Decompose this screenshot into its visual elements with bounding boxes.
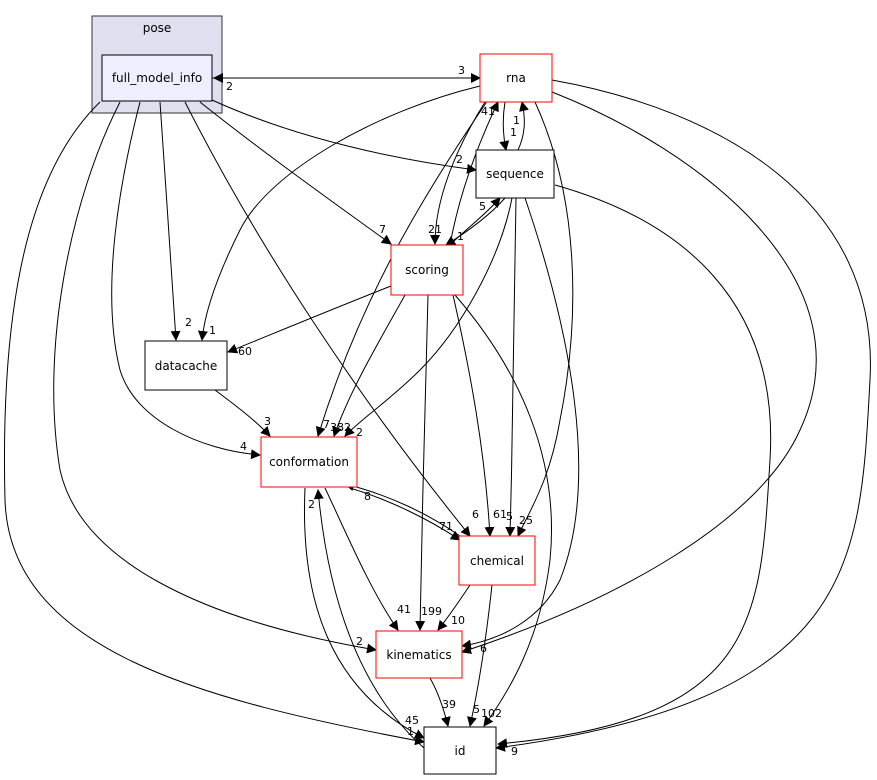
label-scoring-id: 102 <box>481 707 502 720</box>
label-rna-id: 9 <box>511 745 518 758</box>
label-chemical-id: 5 <box>473 703 480 716</box>
label-datacache-conformation: 3 <box>264 415 271 428</box>
label-scoring-kinematics: 199 <box>421 605 442 618</box>
label-sequence-scoring: 5 <box>479 200 486 213</box>
edge-fmi-conformation <box>111 101 261 460</box>
node-chemical-label: chemical <box>470 554 524 568</box>
node-full-model-info-label: full_model_info <box>112 71 202 85</box>
node-full-model-info[interactable]: full_model_info <box>101 54 213 102</box>
label-rna-conformation: 7 <box>323 418 330 431</box>
edge-chemical-id <box>467 584 493 727</box>
node-sequence-label: sequence <box>486 167 544 181</box>
edge-rna-kinematics <box>461 91 817 654</box>
label-fmi-rna: 3 <box>458 64 465 77</box>
edge-sequence-rna <box>517 101 529 151</box>
edge-rna-scoring <box>430 101 486 245</box>
label-fmi-conformation: 4 <box>240 440 247 453</box>
label-scoring-sequence: 1 <box>457 230 464 243</box>
edge-id-conformation <box>313 489 425 749</box>
node-conformation-label: conformation <box>269 455 349 469</box>
edge-conformation-kinematics <box>324 487 399 631</box>
label-conformation-id: 45 <box>405 714 419 727</box>
node-chemical[interactable]: chemical <box>458 535 536 586</box>
node-datacache-label: datacache <box>155 359 218 373</box>
label-rna-scoring: 21 <box>428 223 442 236</box>
node-scoring[interactable]: scoring <box>390 244 464 296</box>
edge-rna-sequence <box>499 101 510 151</box>
edge-fmi-id <box>4 101 425 746</box>
node-kinematics-label: kinematics <box>386 648 451 662</box>
label-fmi-chemical: 6 <box>472 508 479 521</box>
node-rna[interactable]: rna <box>479 53 553 103</box>
node-id-label: id <box>455 744 466 758</box>
edge-scoring-kinematics <box>415 294 429 631</box>
label-fmi-datacache: 2 <box>185 316 192 329</box>
edge-fmi-datacache <box>159 101 181 341</box>
edge-scoring-datacache <box>227 285 392 354</box>
edge-fmi-sequence <box>211 99 477 174</box>
edge-scoring-rna <box>449 101 499 246</box>
label-sequence-rna: 1 <box>510 126 517 139</box>
label-scoring-conformation: 382 <box>330 421 351 434</box>
edge-sequence-id <box>497 184 772 749</box>
node-rna-label: rna <box>506 71 526 85</box>
label-fmi-scoring: 7 <box>379 223 386 236</box>
label-chemical-id-b: 6 <box>480 642 487 655</box>
node-datacache[interactable]: datacache <box>144 340 228 391</box>
label-id-conformation: 2 <box>308 498 315 511</box>
label-scoring-chemical: 61 <box>493 508 507 521</box>
edge-scoring-sequence <box>445 197 506 246</box>
label-rna-datacache: 1 <box>209 324 216 337</box>
edge-fmi-scoring <box>199 101 392 245</box>
edge-sequence-kinematics <box>461 197 580 650</box>
label-scoring-rna: 41 <box>481 105 495 118</box>
node-conformation[interactable]: conformation <box>260 436 358 488</box>
edge-scoring-id <box>454 294 553 727</box>
node-sequence[interactable]: sequence <box>475 149 555 199</box>
label-sequence-chemical: 5 <box>506 510 513 523</box>
edge-scoring-conformation <box>332 294 406 437</box>
edge-conformation-chemical <box>349 487 461 541</box>
edge-sequence-conformation <box>344 197 513 437</box>
label-sequence-conformation: 2 <box>356 426 363 439</box>
edge-fmi-kinematics <box>53 101 377 654</box>
label-fmi-sequence: 2 <box>456 153 463 166</box>
node-id[interactable]: id <box>423 726 497 775</box>
edge-conformation-id <box>303 487 425 739</box>
node-kinematics[interactable]: kinematics <box>375 630 463 679</box>
label-fmi-kinematics: 2 <box>356 635 363 648</box>
label-kinematics-id: 39 <box>442 698 456 711</box>
edge-chemical-kinematics <box>437 584 471 631</box>
edge-scoring-chemical <box>452 294 495 537</box>
label-scoring-datacache: 60 <box>238 345 252 358</box>
cluster-pose-label: pose <box>143 21 172 35</box>
label-chemical-conformation: 8 <box>364 490 371 503</box>
edge-rna-id <box>495 79 871 752</box>
label-conformation-kinematics: 41 <box>397 603 411 616</box>
edge-chemical-conformation <box>344 481 461 537</box>
edge-kinematics-id <box>429 677 451 727</box>
edge-sequence-chemical <box>505 197 517 537</box>
edge-fmi-chemical <box>184 101 471 537</box>
label-chemical-kinematics: 10 <box>451 614 465 627</box>
label-fmi-id: 1 <box>407 725 414 738</box>
label-conformation-chemical: 71 <box>439 520 453 533</box>
node-scoring-label: scoring <box>405 263 449 277</box>
label-rna-chemical: 25 <box>519 514 533 527</box>
edge-datacache-conformation <box>214 389 271 437</box>
edge-rna-datacache <box>197 85 481 341</box>
label-rna-sequence: 1 <box>513 114 520 127</box>
edge-rna-chemical <box>517 101 574 537</box>
label-rna-fmi: 2 <box>226 80 233 93</box>
